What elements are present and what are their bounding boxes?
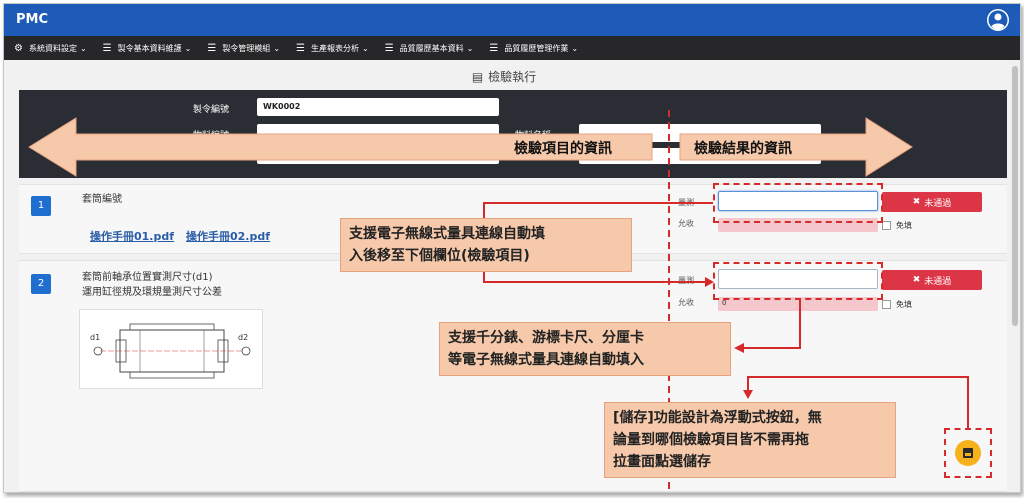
annotation-line: 支援電子無線式量具連線自動填 xyxy=(349,226,545,242)
annotation-line: 拉畫面點選儲存 xyxy=(613,454,711,470)
item-number-badge: 2 xyxy=(31,274,51,294)
annotation-gauges: 支援千分錶、游標卡尺、分厘卡 等電子無線式量具連線自動填入 xyxy=(439,322,731,376)
allow-label: 允收 xyxy=(678,219,694,228)
nav-item-system-settings[interactable]: ⚙ 系統資料設定 ⌄ xyxy=(14,43,87,54)
fail-button-1[interactable]: ✖未通過 xyxy=(882,192,982,212)
app-window: PMC ⚙ 系統資料設定 ⌄ ☰ 製令基本資料維護 ⌄ ☰ 製令管理模組 ⌄ ☰… xyxy=(3,3,1021,493)
menu-icon: ☰ xyxy=(102,42,112,54)
connector-line xyxy=(483,270,485,282)
chevron-down-icon: ⌄ xyxy=(361,43,369,53)
close-icon: ✖ xyxy=(912,197,921,207)
fail-label: 未通過 xyxy=(924,198,952,209)
item-title-line1: 套筒前軸承位置實測尺寸(d1) xyxy=(82,272,213,283)
connector-line xyxy=(799,300,801,348)
allow-field-2: 0 xyxy=(718,297,878,311)
connector-line xyxy=(483,202,485,218)
highlight-measure-2 xyxy=(713,262,883,300)
list-icon: ▤ xyxy=(471,70,484,84)
annotation-save: [儲存]功能設計為浮動式按鈕，無 論量到哪個檢驗項目皆不需再拖 拉畫面點選儲存 xyxy=(604,402,896,478)
menu-icon: ☰ xyxy=(384,42,394,54)
nav-label: 製令基本資料維護 xyxy=(117,43,182,53)
menu-icon: ☰ xyxy=(296,42,305,54)
chevron-down-icon: ⌄ xyxy=(571,43,579,53)
right-arrow-label: 檢驗結果的資訊 xyxy=(694,141,792,157)
close-icon: ✖ xyxy=(912,275,921,285)
nav-item-quality-manage[interactable]: ☰ 品質履歷管理作業 ⌄ xyxy=(489,43,578,54)
annotation-wireless-autofill: 支援電子無線式量具連線自動填 入後移至下個欄位(檢驗項目) xyxy=(340,218,632,272)
connector-line xyxy=(747,376,749,390)
top-bar: PMC xyxy=(4,4,1020,36)
measure-input-2[interactable] xyxy=(718,269,878,289)
highlight-measure-1 xyxy=(713,183,883,223)
left-arrow-label: 檢驗項目的資訊 xyxy=(514,141,612,157)
arrowhead-icon xyxy=(734,343,744,353)
annotation-line: 支援千分錶、游標卡尺、分厘卡 xyxy=(448,330,644,346)
work-order-label: 製令編號 xyxy=(193,105,230,115)
connector-line xyxy=(744,347,801,349)
nav-item-work-order-basic[interactable]: ☰ 製令基本資料維護 ⌄ xyxy=(103,43,192,54)
manual-link-01[interactable]: 操作手冊01.pdf xyxy=(90,230,175,243)
left-arrow xyxy=(28,117,653,177)
app-title: PMC xyxy=(16,12,49,27)
checkbox-icon xyxy=(882,221,891,230)
chevron-down-icon: ⌄ xyxy=(184,43,192,53)
connector-line xyxy=(747,376,969,378)
nav-label: 品質履歷管理作業 xyxy=(504,43,569,53)
page-title-text: 檢驗執行 xyxy=(488,70,537,84)
checkbox-icon xyxy=(882,300,891,309)
chevron-down-icon: ⌄ xyxy=(79,43,87,53)
arrowhead-icon xyxy=(705,277,714,287)
nav-label: 系統資料設定 xyxy=(28,43,77,53)
allow-label: 允收 xyxy=(678,298,694,307)
main-nav: ⚙ 系統資料設定 ⌄ ☰ 製令基本資料維護 ⌄ ☰ 製令管理模組 ⌄ ☰ 生產報… xyxy=(4,36,1020,60)
work-order-field[interactable]: WK0002 xyxy=(257,98,499,116)
drawing-svg: d1 d2 xyxy=(90,323,251,379)
annotation-line: 論量到哪個檢驗項目皆不需再拖 xyxy=(613,432,809,448)
fail-label: 未通過 xyxy=(924,276,952,287)
measure-input-1[interactable] xyxy=(718,191,878,211)
fail-button-2[interactable]: ✖未通過 xyxy=(882,270,982,290)
connector-line xyxy=(483,202,713,204)
drawing-label-d2: d2 xyxy=(238,333,248,342)
item-number-badge: 1 xyxy=(31,196,51,216)
nav-item-work-order-manage[interactable]: ☰ 製令管理模組 ⌄ xyxy=(207,43,280,54)
nav-label: 生產報表分析 xyxy=(310,43,359,53)
nav-label: 製令管理模組 xyxy=(222,43,271,53)
menu-icon: ☰ xyxy=(207,42,217,54)
annotation-line: 等電子無線式量具連線自動填入 xyxy=(448,352,644,368)
part-drawing: d1 d2 xyxy=(79,309,263,389)
gear-icon: ⚙ xyxy=(14,42,23,54)
annotation-line: 入後移至下個欄位(檢驗項目) xyxy=(349,248,530,264)
chevron-down-icon: ⌄ xyxy=(466,43,474,53)
save-button[interactable] xyxy=(955,440,981,466)
exempt-checkbox-2[interactable]: 免填 xyxy=(882,299,912,310)
arrowhead-icon xyxy=(743,390,753,399)
menu-icon: ☰ xyxy=(489,42,499,54)
save-icon xyxy=(963,448,973,458)
exempt-label: 免填 xyxy=(896,300,912,309)
exempt-checkbox-1[interactable]: 免填 xyxy=(882,220,912,231)
item-title: 套筒編號 xyxy=(82,194,122,205)
connector-line xyxy=(967,376,969,428)
drawing-label-d1: d1 xyxy=(90,333,100,342)
scrollbar-thumb[interactable] xyxy=(1012,66,1018,326)
measure-label: 量測 xyxy=(678,275,694,286)
page-title: ▤ 檢驗執行 xyxy=(4,68,1004,85)
exempt-label: 免填 xyxy=(896,221,912,230)
nav-item-quality-basic[interactable]: ☰ 品質履歷基本資料 ⌄ xyxy=(385,43,474,54)
nav-item-production-report[interactable]: ☰ 生產報表分析 ⌄ xyxy=(296,43,369,54)
nav-label: 品質履歷基本資料 xyxy=(399,43,464,53)
chevron-down-icon: ⌄ xyxy=(273,43,281,53)
annotation-line: [儲存]功能設計為浮動式按鈕，無 xyxy=(613,410,822,426)
highlight-save xyxy=(944,428,992,478)
item-title-line2: 運用缸徑規及環規量測尺寸公差 xyxy=(82,287,222,298)
user-icon[interactable] xyxy=(986,8,1010,32)
right-arrow xyxy=(679,117,913,177)
manual-link-02[interactable]: 操作手冊02.pdf xyxy=(186,230,271,243)
connector-line xyxy=(483,281,705,283)
